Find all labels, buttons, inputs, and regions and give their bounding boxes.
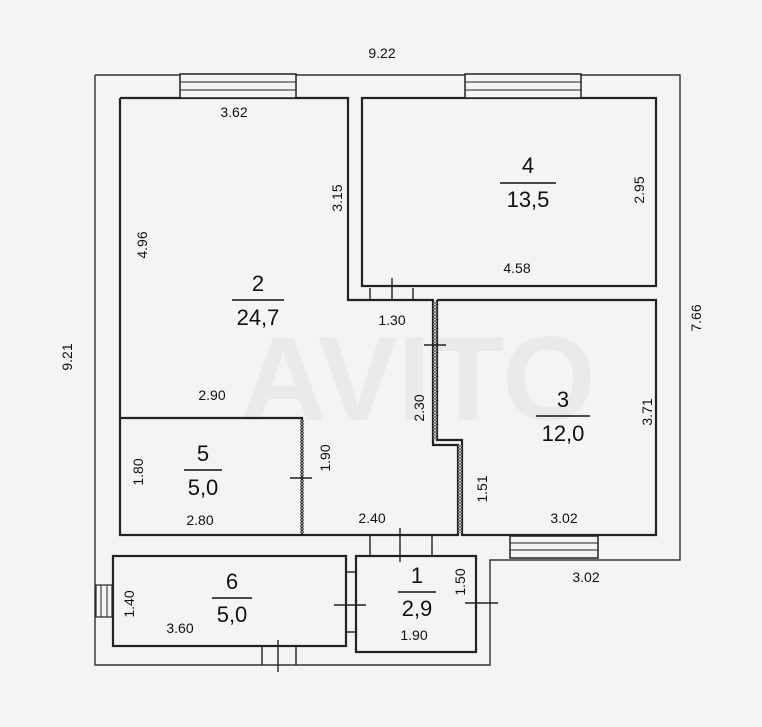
- area-lines: [184, 182, 590, 599]
- window-room-6: [95, 584, 113, 618]
- room-4-number: 4: [522, 153, 534, 178]
- right-height-label: 7.66: [688, 304, 704, 331]
- room-2-bottom-label: 2.90: [198, 387, 225, 403]
- room-4-width-label: 4.58: [503, 260, 530, 276]
- outer-wall: [94, 74, 681, 666]
- room-3-height-label: 3.71: [639, 398, 655, 425]
- room-3-area: 12,0: [542, 421, 585, 446]
- room-2-number: 2: [252, 271, 264, 296]
- room-2-outline: [118, 96, 460, 537]
- corridor-3-label: 1.90: [317, 444, 333, 471]
- room-5-height-label: 1.80: [130, 458, 146, 485]
- overall-height-label: 9.21: [59, 343, 75, 370]
- room-6-number: 6: [226, 569, 238, 594]
- room-3-inner-label: 1.51: [474, 475, 490, 502]
- corridor-1-label: 1.30: [378, 312, 405, 328]
- room-2-height-label: 4.96: [134, 231, 150, 258]
- room-3-width-label: 3.02: [550, 510, 577, 526]
- overall-width-label: 9.22: [368, 45, 395, 61]
- door-marks: [261, 278, 498, 672]
- room-2-inner-label: 3.15: [329, 184, 345, 211]
- room-3-number: 3: [557, 387, 569, 412]
- room-5-number: 5: [197, 441, 209, 466]
- room-5-area: 5,0: [188, 475, 219, 500]
- room-4-area: 13,5: [507, 187, 550, 212]
- room-2-area: 24,7: [237, 305, 280, 330]
- room-5-width-label: 2.80: [186, 512, 213, 528]
- window-room-3: [509, 535, 599, 559]
- balcony-width-label: 3.02: [572, 569, 599, 585]
- room-2-window-label: 3.62: [220, 104, 247, 120]
- room-1-width-label: 1.90: [400, 627, 427, 643]
- room-4-height-label: 2.95: [631, 176, 647, 203]
- corridor-bottom-label: 2.40: [358, 510, 385, 526]
- room-1-height-label: 1.50: [452, 568, 468, 595]
- watermark-text: AVITO: [240, 312, 596, 446]
- room-3-outline: [435, 298, 658, 537]
- room-1-outline: [354, 554, 478, 654]
- room-6-area: 5,0: [217, 602, 248, 627]
- room-1-area: 2,9: [402, 596, 433, 621]
- corridor-2-label: 2.30: [411, 394, 427, 421]
- room-6-width-label: 3.60: [166, 620, 193, 636]
- room-1-number: 1: [411, 563, 423, 588]
- window-room-4: [464, 73, 582, 99]
- window-room-2: [179, 73, 297, 99]
- room-6-height-label: 1.40: [121, 590, 137, 617]
- room-6-outline: [111, 554, 348, 648]
